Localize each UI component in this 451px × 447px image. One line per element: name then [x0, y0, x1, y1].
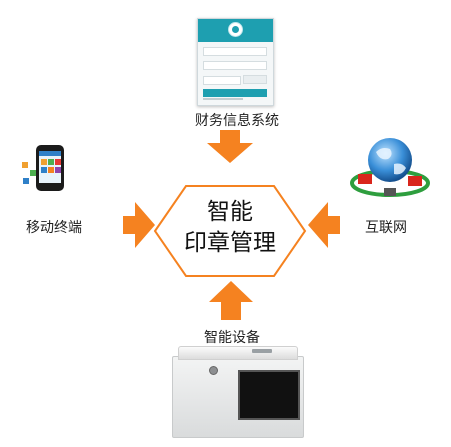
center-title-line1: 智能	[207, 199, 253, 225]
arrow-up	[209, 281, 253, 320]
logo-icon	[228, 22, 243, 37]
login-header	[198, 19, 273, 42]
globe-network-icon	[350, 138, 430, 197]
smartphone-icon	[36, 145, 64, 191]
floating-app-icons	[22, 162, 36, 184]
username-field	[203, 47, 267, 56]
captcha-row	[203, 75, 267, 85]
center-title-line2: 印章管理	[184, 230, 276, 256]
app-tile	[55, 167, 61, 173]
app-tile	[48, 167, 54, 173]
footer-text-line	[203, 98, 243, 100]
app-tile	[30, 170, 36, 176]
seal-machine-window	[238, 370, 300, 420]
captcha-image	[243, 75, 267, 84]
phone-status-bar	[39, 151, 61, 156]
internet-label: 互联网	[365, 220, 407, 236]
login-form	[203, 47, 267, 97]
arrow-down	[207, 130, 253, 163]
financial-system-label: 财务信息系统	[195, 113, 279, 129]
captcha-field	[203, 76, 241, 85]
login-button	[203, 89, 267, 97]
computer-icon	[358, 174, 372, 184]
app-tile	[48, 159, 54, 165]
seal-machine-knob	[209, 366, 218, 375]
arrow-right	[123, 202, 155, 248]
center-hexagon	[153, 185, 307, 277]
computer-icon	[384, 188, 396, 196]
phone-screen	[39, 151, 61, 183]
center-title: 智能 印章管理	[160, 197, 300, 259]
mobile-terminal-label: 移动终端	[26, 220, 82, 236]
seal-machine-lid	[178, 346, 298, 360]
financial-system-screenshot-icon	[197, 18, 274, 106]
app-tile	[55, 159, 61, 165]
continents	[376, 148, 406, 175]
app-tile	[41, 159, 47, 165]
seal-machine-grip	[252, 349, 272, 353]
smart-device-label: 智能设备	[204, 330, 260, 346]
app-tile	[41, 167, 47, 173]
app-tile	[23, 178, 29, 184]
computer-icon	[408, 176, 422, 186]
password-field	[203, 61, 267, 70]
arrow-left	[308, 202, 340, 248]
app-tile	[22, 162, 28, 168]
